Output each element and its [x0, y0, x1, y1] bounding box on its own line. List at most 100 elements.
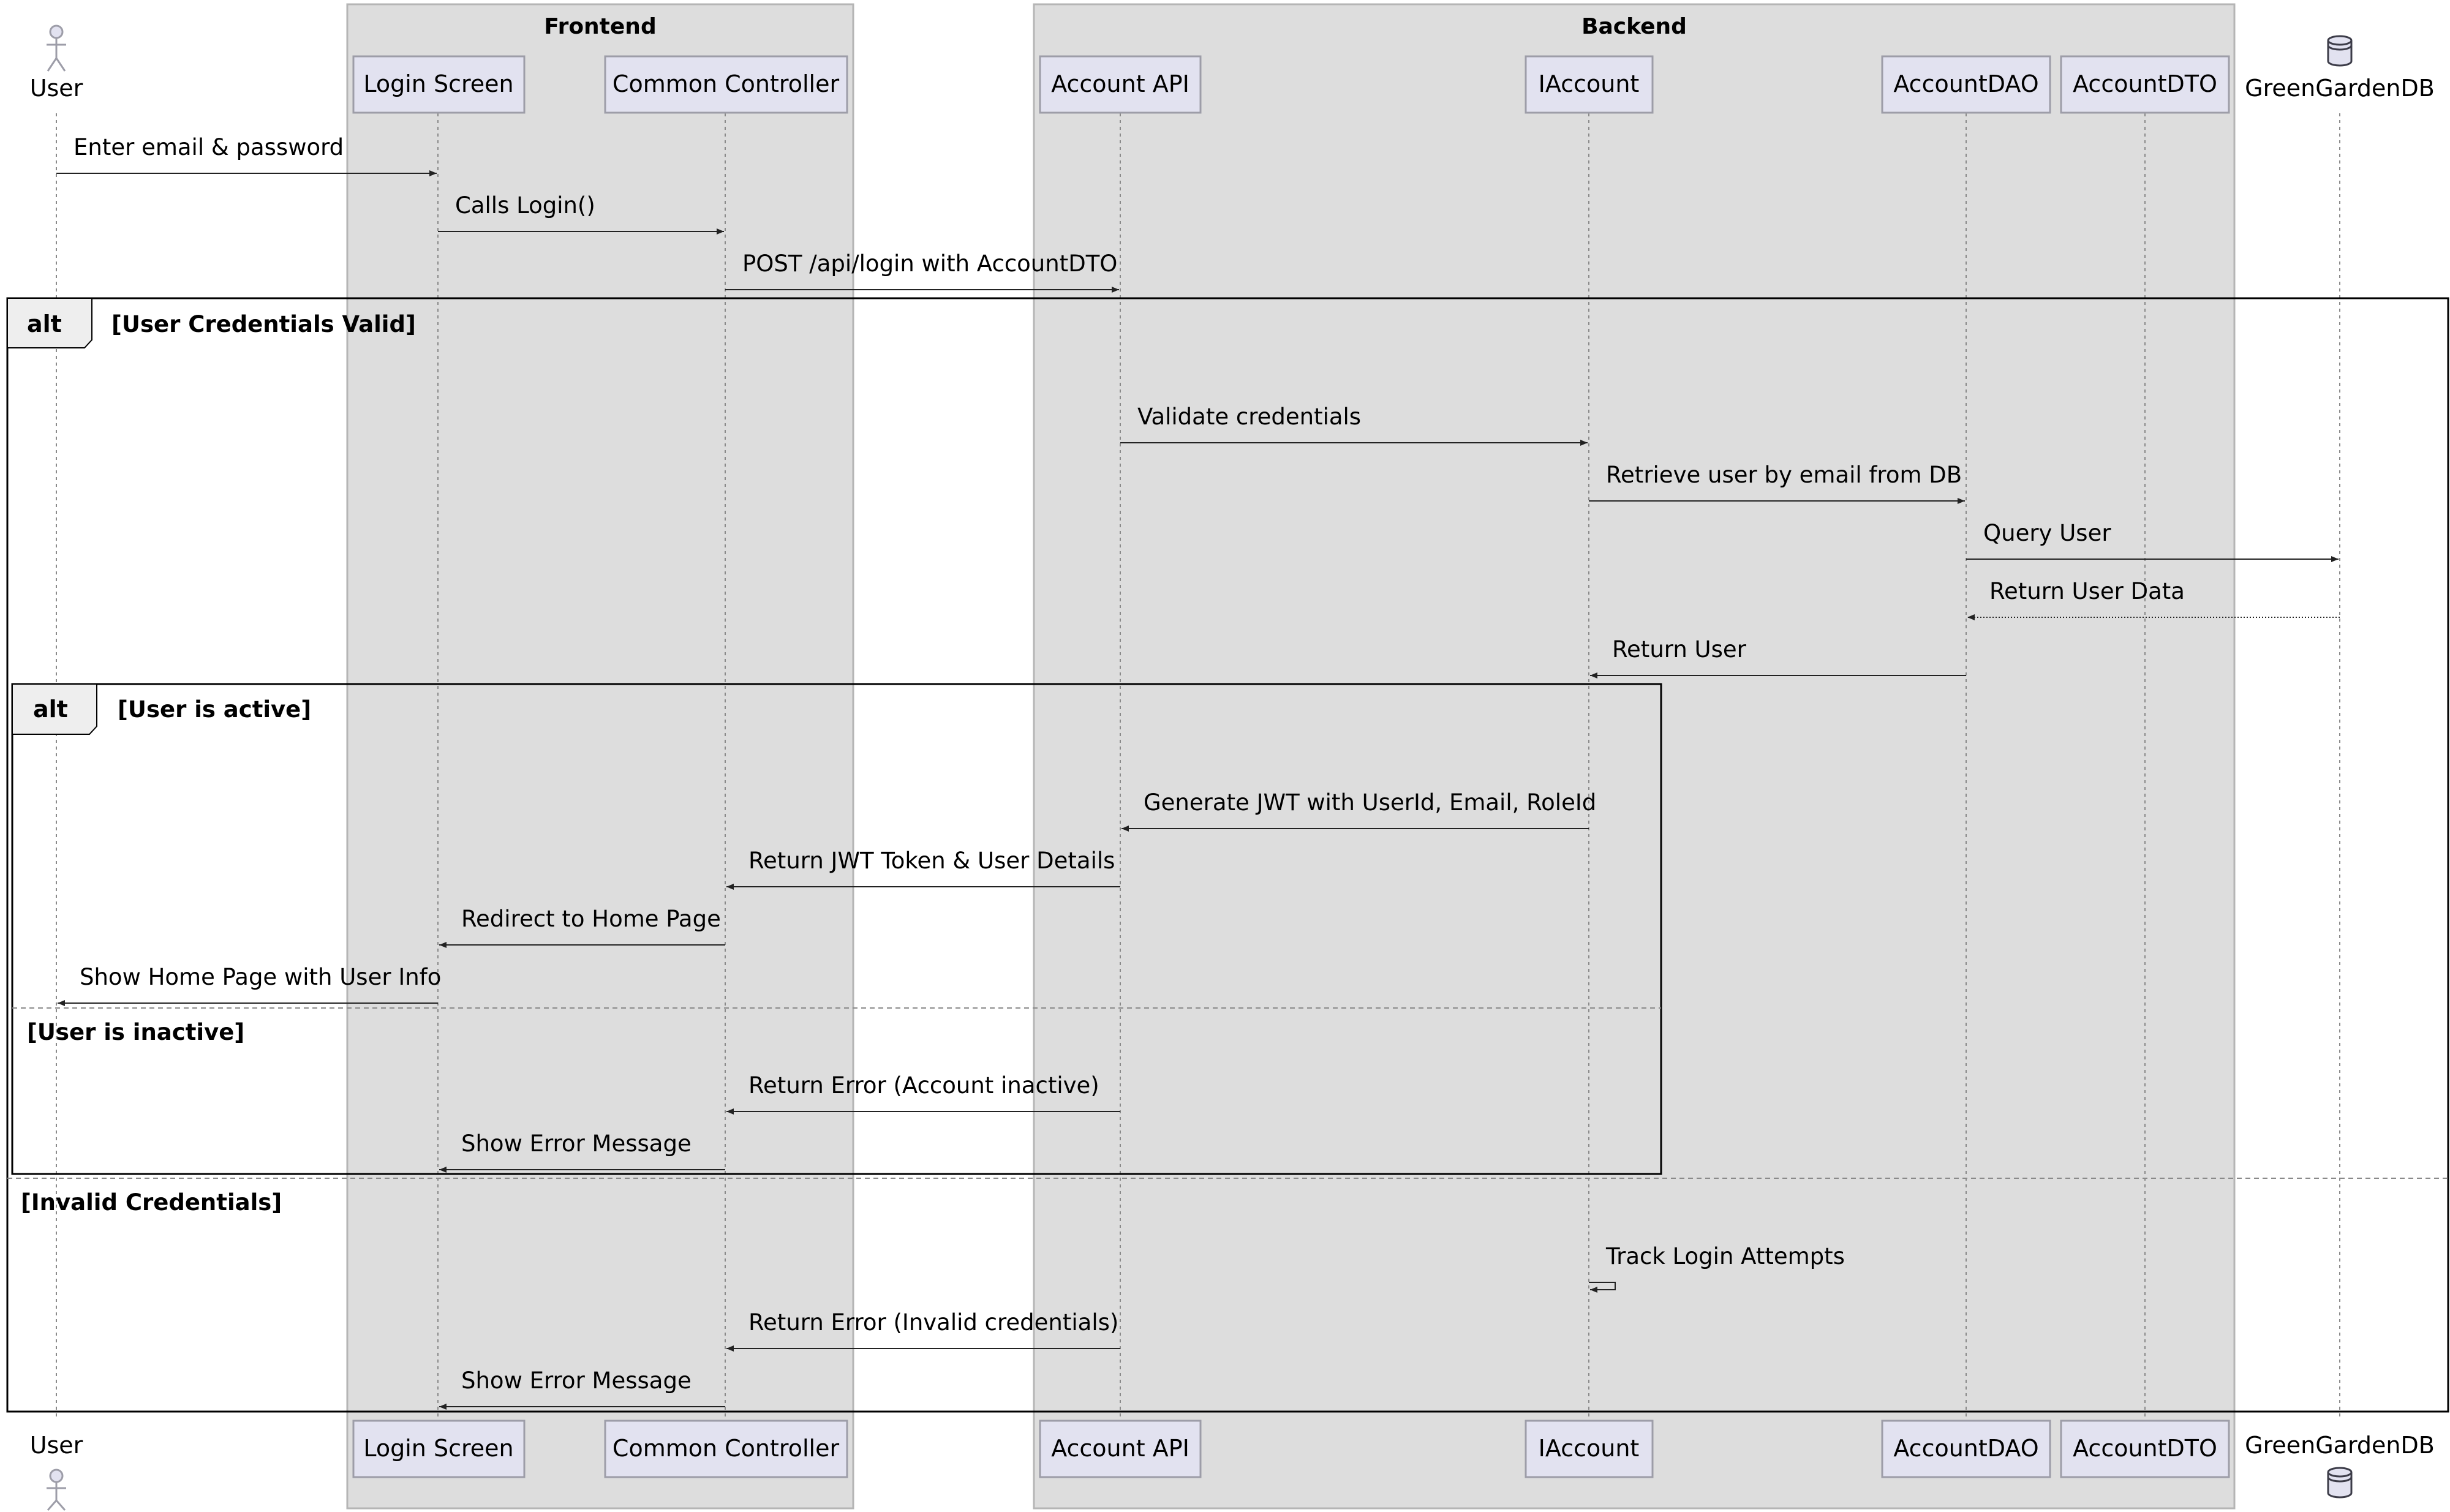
fragment-guard: [Invalid Credentials] — [21, 1189, 282, 1216]
participant-login-screen-bottom: Login Screen — [352, 1420, 526, 1478]
message-arrow: Return Error (Account inactive) — [726, 1072, 1120, 1115]
fragment-alt-outer: alt [User Credentials Valid] [Invalid Cr… — [6, 297, 2449, 1413]
box-frontend-frame — [346, 3, 854, 1510]
database-greengardendb-top: GreenGardenDB — [2245, 35, 2435, 102]
database-label: GreenGardenDB — [2245, 75, 2435, 102]
message-label: Return JWT Token & User Details — [748, 848, 1115, 874]
message-arrow: Show Home Page with User Info — [58, 964, 441, 1006]
participant-common-controller: Common Controller — [604, 55, 848, 114]
message-label: Query User — [1983, 520, 2111, 546]
participant-label: IAccount — [1539, 70, 1640, 97]
message-arrow: Show Error Message — [439, 1367, 725, 1410]
box-backend-title: Backend — [1581, 14, 1687, 39]
message-return-arrow: Return User Data — [1967, 578, 2340, 620]
actor-user-bottom: User — [30, 1432, 83, 1511]
participant-label: Login Screen — [363, 70, 513, 97]
participant-box — [1039, 55, 1202, 114]
participant-box — [604, 55, 848, 114]
participant-box — [1881, 55, 2051, 114]
fragment-operator: alt — [33, 696, 68, 723]
database-icon — [2327, 35, 2353, 67]
fragment-guard: [User Credentials Valid] — [111, 311, 416, 337]
participant-account-api-bottom: Account API — [1039, 1420, 1202, 1478]
participant-label: Login Screen — [363, 1435, 513, 1462]
participant-box — [352, 1420, 526, 1478]
participant-label: Common Controller — [612, 1435, 840, 1462]
message-label: Validate credentials — [1137, 404, 1361, 430]
participant-box — [352, 55, 526, 114]
message-arrow: Return JWT Token & User Details — [726, 848, 1120, 890]
message-arrow: Generate JWT with UserId, Email, RoleId — [1121, 789, 1596, 832]
fragment-guard: [User is inactive] — [27, 1019, 244, 1045]
participant-iaccount-bottom: IAccount — [1525, 1420, 1654, 1478]
participant-box — [1525, 1420, 1654, 1478]
message-self-arrow: Track Login Attempts — [1589, 1243, 1845, 1293]
participant-accountdto-bottom: AccountDTO — [2060, 1420, 2230, 1478]
participant-account-api: Account API — [1039, 55, 1202, 114]
message-label: POST /api/login with AccountDTO — [742, 250, 1117, 277]
message-label: Show Error Message — [461, 1367, 692, 1394]
participant-label: Account API — [1051, 1435, 1189, 1462]
participant-label: AccountDTO — [2073, 1435, 2217, 1462]
participant-login-screen: Login Screen — [352, 55, 526, 114]
participants-bottom: User Login Screen Common Controller Acco… — [30, 1420, 2435, 1511]
database-greengardendb-bottom: GreenGardenDB — [2245, 1432, 2435, 1499]
participant-accountdto: AccountDTO — [2060, 55, 2230, 114]
participant-iaccount: IAccount — [1525, 55, 1654, 114]
participant-box — [1039, 1420, 1202, 1478]
message-label: Redirect to Home Page — [461, 906, 721, 932]
message-label: Generate JWT with UserId, Email, RoleId — [1144, 789, 1596, 816]
participant-box — [1525, 55, 1654, 114]
actor-icon — [47, 24, 66, 72]
participant-box — [2060, 1420, 2230, 1478]
database-icon — [2327, 1467, 2353, 1499]
message-label: Retrieve user by email from DB — [1606, 462, 1962, 488]
message-label: Enter email & password — [74, 134, 344, 160]
participant-label: AccountDAO — [1893, 1435, 2038, 1462]
message-arrow: Redirect to Home Page — [439, 906, 725, 948]
message-arrow: Retrieve user by email from DB — [1589, 462, 1965, 504]
messages: Enter email & password Calls Login() POS… — [56, 134, 2340, 1410]
actor-user-label: User — [30, 75, 83, 102]
participant-accountdao-bottom: AccountDAO — [1881, 1420, 2051, 1478]
participant-common-controller-bottom: Common Controller — [604, 1420, 848, 1478]
message-label: Return User — [1612, 636, 1747, 663]
message-arrow: Validate credentials — [1120, 404, 1588, 446]
message-label: Return User Data — [1989, 578, 2185, 604]
message-arrow: POST /api/login with AccountDTO — [725, 250, 1119, 293]
message-label: Calls Login() — [455, 192, 595, 219]
participants-top: User Login Screen Common Controller Acco… — [30, 24, 2435, 114]
actor-icon — [47, 1469, 66, 1511]
participant-box — [1881, 1420, 2051, 1478]
participant-label: Account API — [1051, 70, 1189, 97]
message-label: Track Login Attempts — [1605, 1243, 1845, 1269]
box-backend-frame — [1033, 3, 2236, 1510]
fragment-operator: alt — [27, 310, 62, 337]
message-label: Show Home Page with User Info — [80, 964, 441, 990]
participant-accountdao: AccountDAO — [1881, 55, 2051, 114]
fragment-frame — [11, 683, 1662, 1175]
fragment-operator-tab — [12, 683, 97, 735]
message-label: Return Error (Invalid credentials) — [748, 1309, 1118, 1336]
message-arrow: Query User — [1966, 520, 2339, 562]
participant-label: AccountDAO — [1893, 70, 2038, 97]
database-label: GreenGardenDB — [2245, 1432, 2435, 1459]
actor-user-label: User — [30, 1432, 83, 1459]
fragment-operator-tab — [7, 298, 92, 348]
participant-label: IAccount — [1539, 1435, 1640, 1462]
box-frontend-title: Frontend — [544, 14, 656, 39]
participant-box — [2060, 55, 2230, 114]
box-frontend: Frontend — [346, 3, 854, 1510]
actor-user-top: User — [30, 24, 83, 102]
message-arrow: Return Error (Invalid credentials) — [726, 1309, 1120, 1352]
participant-label: Common Controller — [612, 70, 840, 97]
message-arrow: Calls Login() — [438, 192, 724, 235]
fragment-frame — [6, 297, 2449, 1413]
fragment-guard: [User is active] — [118, 696, 311, 723]
participant-box — [604, 1420, 848, 1478]
message-arrow: Return User — [1590, 636, 1966, 679]
message-arrow: Enter email & password — [56, 134, 437, 176]
participant-label: AccountDTO — [2073, 70, 2217, 97]
message-label: Show Error Message — [461, 1130, 692, 1157]
